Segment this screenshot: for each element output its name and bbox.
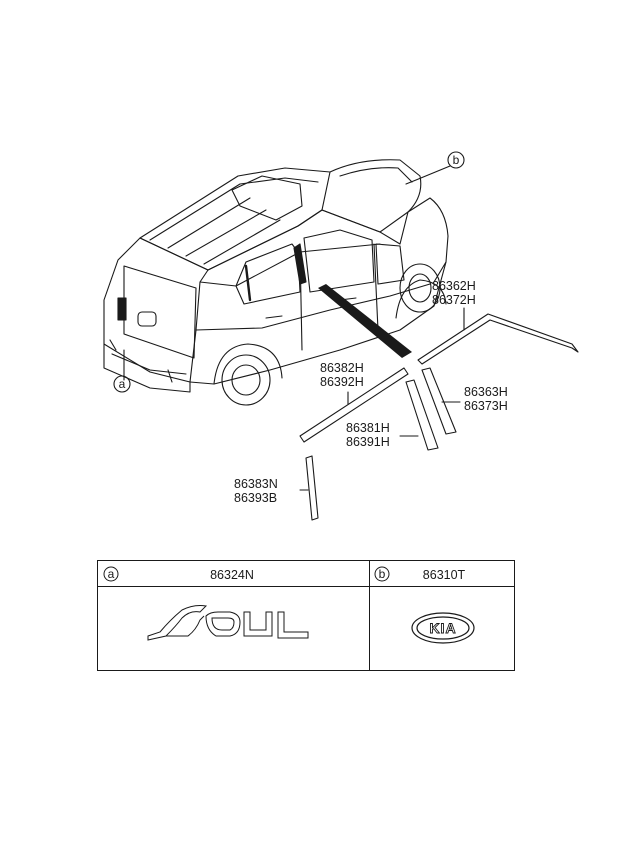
legend-table: [97, 560, 515, 671]
part-number-86391H: 86391H: [346, 435, 390, 449]
part-number-86362H: 86362H: [432, 279, 476, 293]
part-number-86381H: 86381H: [346, 421, 390, 435]
legend-key-a: a: [108, 567, 115, 581]
part-shape-86363: [421, 367, 457, 435]
part-shape-86383: [305, 455, 319, 521]
soul-emblem: [147, 605, 309, 641]
callout-b-label: b: [453, 153, 460, 167]
part-shape-86382: [299, 367, 409, 443]
legend-part-a: 86324N: [210, 568, 254, 582]
callout-b-circle: [447, 151, 465, 169]
legend-part-b: 86310T: [423, 568, 466, 582]
part-number-86382H: 86382H: [320, 361, 364, 375]
part-number-86383N: 86383N: [234, 477, 278, 491]
part-shape-86362: [417, 313, 579, 365]
part-number-86392H: 86392H: [320, 375, 364, 389]
pillar-strip-on-vehicle: [293, 243, 307, 285]
part-number-86363H: 86363H: [464, 385, 508, 399]
callout-a-circle: [113, 375, 131, 393]
vehicle-illustration: [103, 159, 449, 406]
callout-a-label: a: [119, 377, 126, 391]
kia-emblem-lettering: KIA: [429, 620, 456, 636]
part-number-86393B: 86393B: [234, 491, 277, 505]
part-shape-86381: [405, 379, 439, 451]
legend-key-b: b: [379, 567, 386, 581]
part-number-86373H: 86373H: [464, 399, 508, 413]
leader-wedge: [318, 284, 412, 358]
kia-emblem: [411, 612, 475, 644]
part-number-86372H: 86372H: [432, 293, 476, 307]
